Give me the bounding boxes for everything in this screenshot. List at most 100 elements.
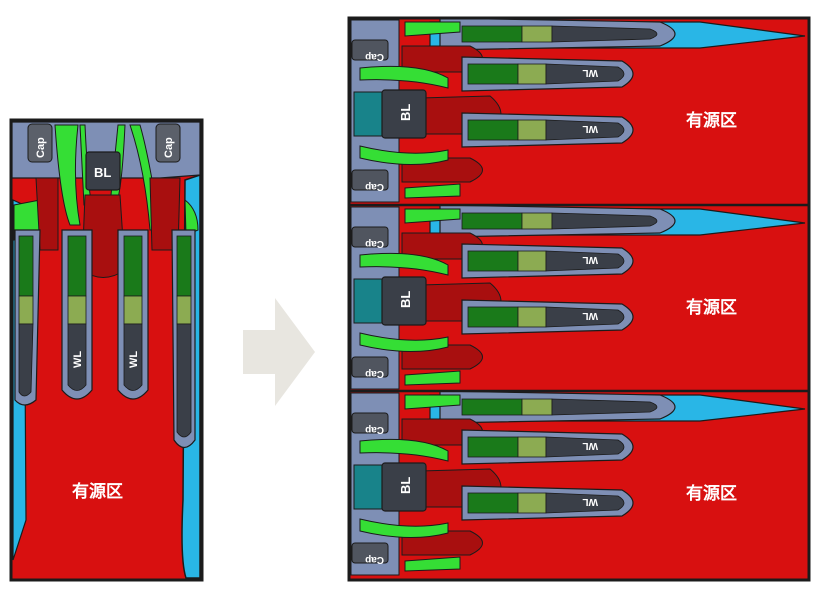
- right-cell-1-green-streak-2: [359, 145, 449, 165]
- right-cell-2-green-streak-4: [404, 370, 461, 386]
- right-cell-1-active-region-label: 有源区: [686, 110, 737, 131]
- left-edge-dark-1: [18, 323, 34, 397]
- right-cell-2-top-finger-wordline: [551, 212, 658, 230]
- right-cell-3-green-streak-2: [359, 518, 449, 538]
- left-green-finger-1: [54, 124, 81, 226]
- right-cell-3-top-finger-wordline: [551, 398, 658, 416]
- right-cell-1-wordline-finger-upper-wordline: [545, 63, 625, 85]
- right-cell-1-bitline-label: BL: [398, 104, 413, 121]
- right-cell-1-wordline-finger-lower-olive: [517, 119, 547, 141]
- right-cell-1-green-streak-1: [359, 65, 449, 89]
- right-cell-3-wordline-finger-lower-wordline: [545, 492, 625, 514]
- right-cell-3-wordline-finger-upper-wordline: [545, 436, 625, 458]
- right-cell-3-active-region-label: 有源区: [686, 483, 737, 504]
- right-cell-3-cap-label-top: Cap: [365, 424, 384, 435]
- right-cell-2-wordline-finger-lower-olive: [517, 306, 547, 328]
- right-cell-1-wordline-finger-lower-wordline: [545, 119, 625, 141]
- right-cell-2-wordline-finger-upper-dark-green: [467, 250, 519, 272]
- left-active-region-label: 有源区: [72, 481, 123, 502]
- right-cell-2-teal-block: [353, 278, 383, 324]
- right-cell-3-cap-plug-bottom: [351, 542, 389, 564]
- left-wl2-dark-green: [123, 235, 143, 297]
- right-cell-1-top-finger-olive: [521, 25, 553, 43]
- left-edge-dark-green-1: [18, 235, 34, 297]
- right-cell-3-wordline-finger-upper-olive: [517, 436, 547, 458]
- left-cap-plug-1: [27, 123, 53, 163]
- left-edge-dark-2: [176, 323, 192, 438]
- right-cell-2-green-streak-3: [404, 208, 461, 224]
- left-cap-plug-2: [155, 123, 181, 163]
- right-cell-1-teal-block: [353, 91, 383, 137]
- left-wordline-label-2: WL: [128, 351, 140, 368]
- right-cell-1-bitline: [381, 89, 427, 139]
- right-cell-1-cap-plug-bottom: [351, 169, 389, 191]
- right-arrow-icon: [243, 298, 315, 406]
- right-cell-1-cap-label-bottom: Cap: [365, 181, 384, 192]
- left-wl1-dark-green: [67, 235, 87, 297]
- right-cell-2-bitline: [381, 276, 427, 326]
- right-cell-1-cap-label-top: Cap: [365, 51, 384, 62]
- right-cell-3-wordline-label-upper: WL: [582, 440, 598, 451]
- right-cell-3-cap-label-bottom: Cap: [365, 554, 384, 565]
- left-wordline-1: [67, 323, 87, 391]
- right-cell-2-wordline-label-upper: WL: [582, 254, 598, 265]
- right-cell-2-top-finger-dark-green: [461, 212, 523, 230]
- right-cell-3-green-streak-3: [404, 394, 461, 410]
- left-wl2-olive: [123, 295, 143, 325]
- right-cell-2-green-streak-1: [359, 252, 449, 276]
- right-cell-3-wordline-finger-lower-dark-green: [467, 492, 519, 514]
- left-wordline-2: [123, 323, 143, 391]
- right-cell-2-active-region-label: 有源区: [686, 297, 737, 318]
- right-cell-2-cap-label-bottom: Cap: [365, 368, 384, 379]
- right-cell-1-green-streak-3: [404, 21, 461, 37]
- right-cell-3-green-streak-4: [404, 556, 461, 572]
- left-wl1-olive: [67, 295, 87, 325]
- right-cell-1-wordline-finger-upper-dark-green: [467, 63, 519, 85]
- right-cell-1-wordline-finger-upper-olive: [517, 63, 547, 85]
- right-cell-3-wordline-label-lower: WL: [582, 496, 598, 507]
- right-cell-3-green-streak-1: [359, 438, 449, 462]
- right-cell-2-wordline-finger-upper-olive: [517, 250, 547, 272]
- right-cell-1-wordline-label-upper: WL: [582, 67, 598, 78]
- left-panel: Cap Cap BL WL WL 有源区: [9, 118, 204, 582]
- right-cell-2-wordline-label-lower: WL: [582, 310, 598, 321]
- right-cell-2-top-finger-olive: [521, 212, 553, 230]
- right-cell-2-wordline-finger-lower-dark-green: [467, 306, 519, 328]
- left-cap-label-1: Cap: [35, 137, 47, 158]
- right-cell-2-cap-plug-bottom: [351, 356, 389, 378]
- right-cell-1-top-finger-wordline: [551, 25, 658, 43]
- left-green-side: [184, 198, 199, 236]
- right-cell-3-wordline-finger-upper-dark-green: [467, 436, 519, 458]
- right-cell-1-wordline-finger-lower-dark-green: [467, 119, 519, 141]
- right-cell-1-top-finger-dark-green: [461, 25, 523, 43]
- left-bitline: [85, 151, 121, 191]
- right-panel-border: [347, 16, 811, 582]
- right-cell-2-cap-label-top: Cap: [365, 238, 384, 249]
- right-cell-3-top-finger-olive: [521, 398, 553, 416]
- right-cell-3-cap-plug-top: [351, 412, 389, 434]
- left-edge-olive-2: [176, 295, 192, 325]
- right-cell-3-teal-block: [353, 464, 383, 510]
- right-cell-3-bitline-label: BL: [398, 477, 413, 494]
- right-cell-2-green-streak-2: [359, 332, 449, 352]
- right-cell-3-top-finger-dark-green: [461, 398, 523, 416]
- right-cell-2-bitline-label: BL: [398, 291, 413, 308]
- right-cell-3-wordline-finger-lower-olive: [517, 492, 547, 514]
- left-wordline-label-1: WL: [72, 351, 84, 368]
- left-bitline-label: BL: [94, 165, 111, 180]
- right-cell-2-cap-plug-top: [351, 226, 389, 248]
- right-cell-1-cap-plug-top: [351, 39, 389, 61]
- right-cell-2-wordline-finger-upper-wordline: [545, 250, 625, 272]
- left-cap-label-2: Cap: [163, 137, 175, 158]
- right-cell-1-wordline-label-lower: WL: [582, 123, 598, 134]
- left-dark-red-1: [35, 177, 59, 251]
- left-edge-dark-green-2: [176, 235, 192, 297]
- right-cell-3-bitline: [381, 462, 427, 512]
- left-edge-olive-1: [18, 295, 34, 325]
- right-cell-1-green-streak-4: [404, 183, 461, 199]
